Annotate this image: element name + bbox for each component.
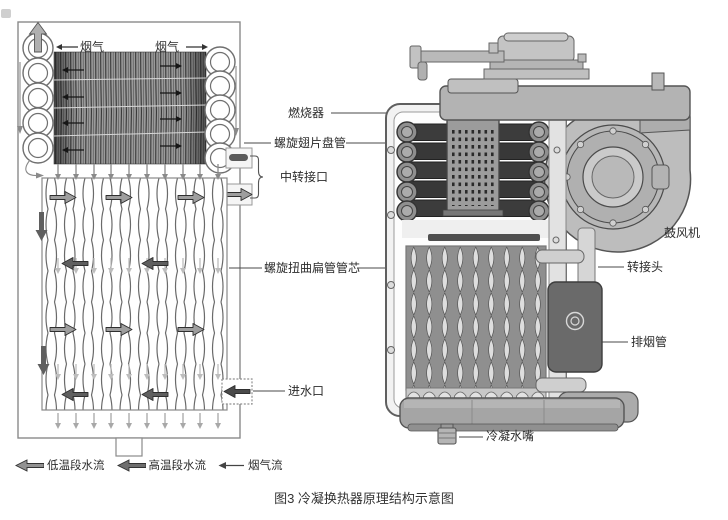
figure-caption: 图3 冷凝换热器原理结构示意图 [274, 491, 454, 506]
condensate-nozzle-label: 冷凝水嘴 [486, 429, 535, 443]
burner-cylinder [442, 106, 504, 217]
side-flow-guides [17, 62, 239, 179]
water-inlet-port [221, 378, 253, 405]
burner-label: 燃烧器 [288, 106, 325, 120]
legend: 低温段水流 高温段水流 烟气流 [14, 457, 283, 473]
coil-tube-ends-left [396, 121, 418, 222]
upper-cross-pipe [535, 249, 585, 264]
coil-tube-ends-right [528, 121, 550, 222]
bottom-outlet-stub [115, 437, 143, 457]
flue-gas-arrow-icon [218, 461, 244, 469]
finned-coil-section [17, 21, 239, 179]
legend-item-flue-gas: 烟气流 [217, 457, 283, 473]
transfer-port-label: 中转接口 [280, 170, 329, 184]
blower-label: 鼓风机 [664, 226, 701, 240]
flue-gas-label-right: 烟气 [155, 40, 180, 54]
low-temp-water-arrow-icon [14, 458, 44, 472]
core-3d [402, 220, 554, 405]
base-pan [399, 391, 639, 445]
legend-label: 低温段水流 [47, 460, 105, 472]
transfer-port-bracket [250, 155, 264, 199]
spiral-finned-coil-label: 螺旋翅片盘管 [274, 136, 347, 150]
high-temp-water-arrow-icon [116, 458, 146, 472]
left-schematic [1, 9, 253, 457]
twisted-tube-core-label: 螺旋扭曲扁管管芯 [264, 261, 361, 275]
water-outlet-up-arrow [28, 21, 48, 53]
twisted-tube-core [35, 163, 228, 430]
exhaust-pipe-label: 排烟管 [631, 335, 668, 349]
coil-left-tube-circles [22, 32, 54, 164]
coil-right-tube-circles [204, 46, 236, 174]
top-assembly [409, 32, 691, 134]
exhaust-box [547, 281, 603, 373]
condensate-nozzle [437, 423, 457, 445]
adapter-label: 转接头 [627, 260, 664, 274]
top-bracket-arm [409, 42, 505, 81]
water-inlet-label: 进水口 [288, 384, 325, 398]
model-3d [385, 32, 692, 445]
legend-label: 高温段水流 [148, 460, 207, 472]
legend-item-low-temp-water: 低温段水流 [14, 457, 105, 473]
coil-stack [396, 106, 550, 222]
legend-item-high-temp-water: 高温段水流 [116, 457, 207, 473]
legend-label: 烟气流 [248, 460, 283, 472]
top-flange [483, 32, 590, 80]
flue-gas-label-left: 烟气 [80, 40, 105, 54]
lower-cross-pipe [535, 377, 587, 393]
corner-artifact [1, 9, 11, 18]
